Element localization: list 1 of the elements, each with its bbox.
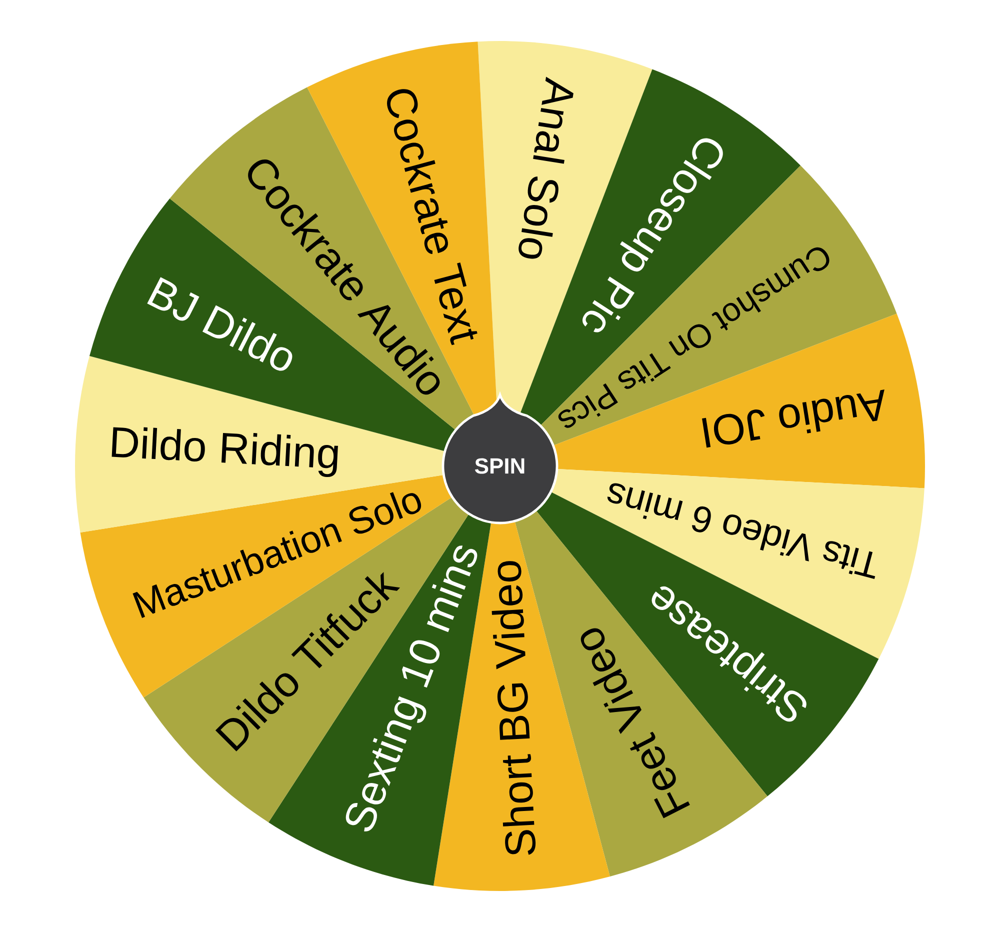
spin-button: SPIN <box>442 394 558 524</box>
